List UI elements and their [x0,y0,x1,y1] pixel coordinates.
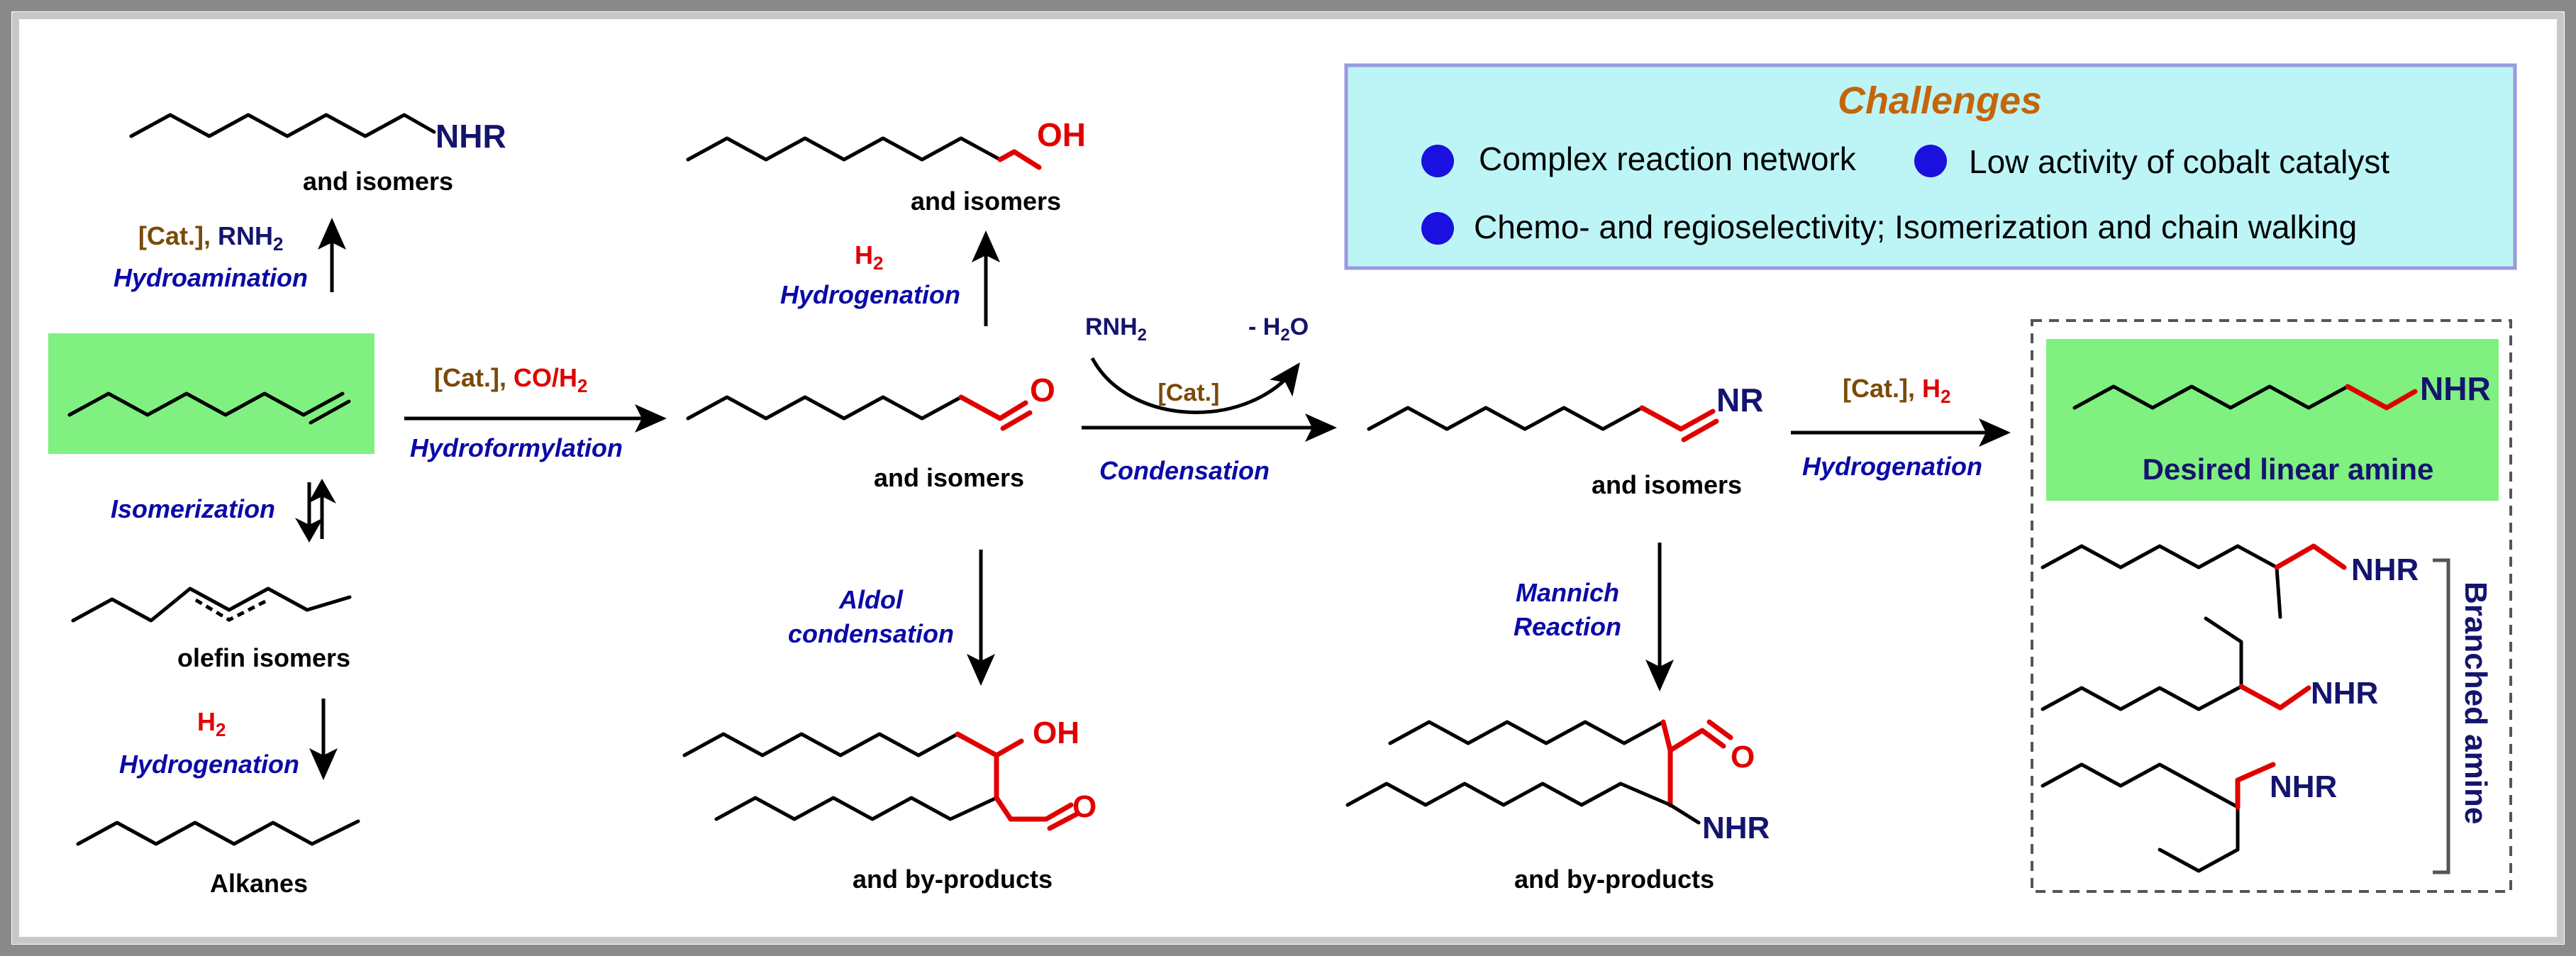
condensation-reagent: RNH2 [1085,313,1147,345]
linear-amine-highlight [2046,339,2499,501]
aldol-group-oh: OH [1033,716,1079,750]
bullet-icon [1914,145,1947,177]
branched-amine-label: Branched amine [2458,582,2493,824]
challenge-item-1: Complex reaction network [1479,140,1857,177]
branched-amine-3-chain [2041,762,2240,809]
branched-amine-1-red [2274,543,2347,570]
linear-amine-label: Desired linear amine [2143,452,2434,486]
linear-amine-group: NHR [2420,370,2491,407]
mannich-amine-bond [1668,803,1701,825]
olefin-isomers-chain [71,587,352,623]
aldol-name-line1: Aldol [838,585,904,614]
mannich-aldehyde-red [1660,719,1726,753]
branched-amine-2-ethyl [2204,616,2243,689]
alkanes-chain [76,819,360,846]
starting-olefin-double-bond [309,399,351,425]
imine-hydrogenation-name: Hydrogenation [1802,452,1982,481]
challenge-item-2: Low activity of cobalt catalyst [1969,143,2389,180]
branched-amine-3-red [2235,762,2276,810]
mannich-chain-upper [1388,720,1665,745]
mannich-name-line2: Reaction [1514,612,1621,641]
aldol-name-line2: condensation [788,619,954,648]
branched-amine-2-chain [2041,684,2243,711]
condensation-curved-arrow [1090,357,1300,414]
condensation-name: Condensation [1099,456,1270,485]
imine-chain [1367,406,1644,431]
starting-olefin-highlight [48,333,374,454]
branched-amine-3-group: NHR [2270,769,2337,804]
condensation-catalyst: [Cat.] [1158,379,1220,406]
linear-amine-chain-red [2345,384,2418,411]
alcohol-label: and isomers [911,187,1061,216]
hydroamination-catalyst: [Cat.], RNH2 [138,221,283,255]
inner-frame [12,12,2564,944]
alcohol-group: OH [1037,116,1086,153]
branched-bracket [2433,558,2450,874]
aldehyde-group: O [1030,372,1055,408]
aldehyde-double-bond [1000,410,1033,431]
isomerization-name: Isomerization [111,494,275,523]
aldol-chain-upper [682,732,960,757]
imine-label: and isomers [1592,470,1742,499]
branched-amine-3-propyl [2158,805,2240,873]
imine-chain-red [1639,405,1716,432]
aldol-aldehyde-red [994,795,1074,822]
mannich-chain-lower [1345,782,1672,807]
aldehyde-chain [686,395,963,421]
mannich-double-bond [1706,719,1733,740]
aldol-group-o: O [1072,789,1097,824]
aldehyde-label: and isomers [874,463,1024,492]
condensation-byproduct: - H2O [1248,313,1309,345]
branched-amine-2-group: NHR [2311,676,2378,711]
mannich-name-line1: Mannich [1516,578,1619,607]
alkanes-label: Alkanes [210,869,308,898]
linear-amine-chain [2072,384,2350,410]
hydroamination-name: Hydroamination [113,263,308,292]
aldol-double-bond [1047,811,1079,831]
olefin-hydrogenation-name: Hydrogenation [119,750,299,779]
hydroamination-product-chain [129,113,436,138]
challenge-item-3: Chemo- and regioselectivity; Isomerizati… [1474,209,2357,245]
bullet-icon [1421,212,1454,245]
aldehyde-hydrogenation-reagent: H2 [855,240,883,274]
aldol-chain-lower [714,796,999,821]
aldehyde-hydrogenation-name: Hydrogenation [780,280,960,309]
challenges-title: Challenges [1838,79,2042,122]
hydroamination-product-group: NHR [435,118,506,155]
olefin-isomers-dashed-bond [194,598,270,622]
starting-olefin-chain [67,391,345,417]
olefin-isomers-label: olefin isomers [177,643,350,672]
mannich-group-o: O [1731,740,1755,774]
hydroformylation-name: Hydroformylation [410,433,623,462]
bullet-icon [1421,145,1454,177]
hydroformylation-reagents: [Cat.], CO/H2 [434,363,587,396]
hydroamination-product-label: and isomers [303,167,453,196]
imine-hydrogenation-reagents: [Cat.], H2 [1843,374,1950,407]
aldehyde-chain-red [958,394,1028,421]
alcohol-chain-red [997,149,1042,170]
branched-amine-1-methyl [2275,565,2282,619]
branched-amine-1-group: NHR [2351,552,2419,587]
mannich-group-nhr: NHR [1702,811,1770,845]
aldol-label: and by-products [853,865,1053,894]
imine-double-bond [1681,418,1719,443]
branched-amine-1-chain [2041,544,2279,569]
imine-group: NR [1716,382,1763,418]
aldol-chain-red [955,731,1024,758]
mannich-label: and by-products [1514,865,1714,894]
branched-amine-2-red [2238,684,2311,711]
alcohol-chain [686,136,1002,162]
products-box [2031,319,2512,893]
olefin-hydrogenation-reagent: H2 [197,707,226,740]
